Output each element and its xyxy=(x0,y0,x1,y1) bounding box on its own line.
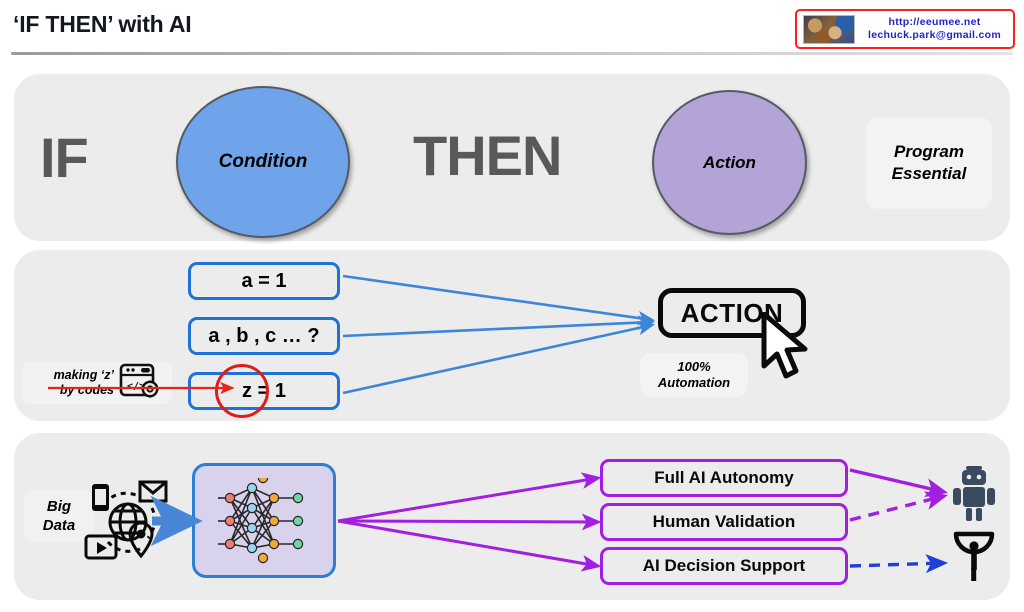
globe-devices-icon xyxy=(78,474,178,575)
outcome-box-ai-decision-support[interactable]: AI Decision Support xyxy=(600,547,848,585)
title-divider xyxy=(11,52,1013,55)
mouse-pointer-icon xyxy=(760,311,818,387)
action-bubble: Action xyxy=(652,90,807,235)
photo-thumbnail-icon xyxy=(803,14,855,44)
big-data-tag: Big Data xyxy=(24,490,94,542)
person-raised-arms-icon xyxy=(950,530,998,587)
code-note-line2: by codes xyxy=(59,383,114,397)
automation-tag: 100% Automation xyxy=(640,353,748,397)
automation-line1: 100% xyxy=(677,359,711,374)
outcome-box-human-validation[interactable]: Human Validation xyxy=(600,503,848,541)
program-essential-tag: Program Essential xyxy=(866,117,992,209)
code-note-line1: making ‘z’ xyxy=(53,368,114,382)
highlight-ring-z xyxy=(215,364,269,418)
contact-email[interactable]: lechuck.park@gmail.com xyxy=(868,29,1001,41)
condition-box-abc[interactable]: a , b , c … ? xyxy=(188,317,340,355)
neural-network-icon xyxy=(218,472,310,569)
condition-box-a[interactable]: a = 1 xyxy=(188,262,340,300)
svg-text:</>: </> xyxy=(127,381,145,392)
keyword-if: IF xyxy=(40,126,89,189)
automation-line2: Automation xyxy=(657,375,731,390)
outcome-box-full-ai-autonomy[interactable]: Full AI Autonomy xyxy=(600,459,848,497)
robot-icon xyxy=(948,466,1000,527)
website-url[interactable]: http://eeumee.net xyxy=(888,16,981,28)
contact-logo-box: http://eeumee.net lechuck.park@gmail.com xyxy=(795,9,1015,49)
big-data-line2: Data xyxy=(42,517,76,534)
program-essential-line1: Program xyxy=(894,142,964,161)
condition-bubble: Condition xyxy=(176,86,350,238)
program-essential-line2: Essential xyxy=(891,164,967,183)
contact-text: http://eeumee.net lechuck.park@gmail.com xyxy=(862,16,1007,42)
making-z-by-codes-note: making ‘z’ by codes </> xyxy=(22,362,172,404)
page-title: ‘IF THEN’ with AI xyxy=(13,11,192,37)
code-note-text: making ‘z’ by codes xyxy=(28,368,114,398)
big-data-line1: Big xyxy=(46,498,72,515)
keyword-then: THEN xyxy=(413,124,562,187)
code-window-gear-icon: </> xyxy=(118,362,162,405)
